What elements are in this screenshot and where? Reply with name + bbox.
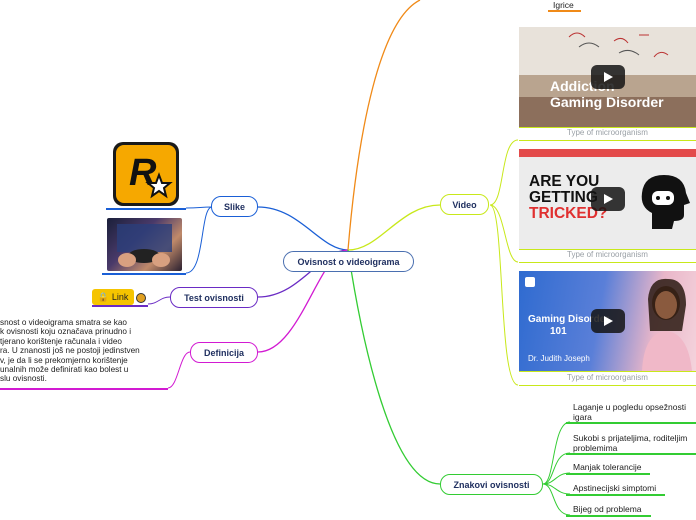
play-icon[interactable]	[591, 309, 625, 333]
sign-item-5-line1: Bijeg od problema	[573, 504, 642, 514]
video-2-caption: Type of microorganism	[567, 250, 648, 259]
definition-line: snost o videoigrama smatra se kao	[0, 318, 127, 327]
video-3-caption: Type of microorganism	[567, 373, 648, 382]
video-2-title-line2: GETTING	[529, 189, 598, 206]
gaming-photo-image	[107, 218, 182, 271]
link-button[interactable]: 🔒 Link	[92, 289, 134, 305]
definition-text: snost o videoigrama smatra se kao k ovis…	[0, 318, 168, 384]
topic-igrice[interactable]: Igrice	[553, 0, 574, 10]
topic-definicija-label: Definicija	[203, 347, 244, 358]
sign-item-4-line1: Apstinecijski simptomi	[573, 483, 657, 493]
video-2-title-line3: TRICKED?	[529, 205, 608, 222]
topic-definicija[interactable]: Definicija	[190, 342, 258, 363]
brand-logo-icon	[525, 277, 535, 287]
video-2-title: ARE YOU GETTING TRICKED?	[529, 174, 607, 222]
video-3-presenter: Dr. Judith Joseph	[528, 354, 590, 363]
video-thumbnail-3[interactable]: Gaming Disorder 101 Dr. Judith Joseph	[519, 271, 696, 371]
sign-item-4[interactable]: Apstinecijski simptomi	[573, 483, 656, 493]
definition-line: unalnih može definirati kao bolest u	[0, 365, 129, 375]
topic-test-label: Test ovisnosti	[184, 292, 244, 303]
presenter-figure	[642, 278, 692, 371]
video-thumbnail-1[interactable]: Addiction Gaming Disorder	[519, 27, 696, 127]
topic-slike-label: Slike	[223, 201, 245, 212]
head-gamepad-icon	[641, 175, 690, 229]
rockstar-logo-image: R	[111, 141, 181, 207]
sign-item-1-line1: Laganje u pogledu opsežnosti	[573, 402, 686, 412]
topic-video-label: Video	[452, 199, 477, 210]
topic-test-ovisnosti[interactable]: Test ovisnosti	[170, 287, 258, 308]
play-icon[interactable]	[591, 65, 625, 89]
video-3-title-line1: Gaming Disorder	[528, 314, 610, 325]
definition-line: k ovisnosti koju označava prinudno i	[0, 327, 132, 337]
sign-item-1-line2: igara	[573, 412, 592, 422]
definition-line: tjerano korištenje računala i video	[0, 336, 122, 346]
definition-line: slu ovisnosti.	[0, 374, 47, 384]
link-label: Link	[111, 292, 129, 302]
video-2-title-line1: ARE YOU	[529, 173, 600, 190]
topic-slike[interactable]: Slike	[211, 196, 258, 217]
topic-znakovi-label: Znakovi ovisnosti	[453, 479, 530, 490]
link-info-icon[interactable]	[136, 293, 146, 303]
sign-item-2-line2: problemima	[573, 443, 618, 453]
topic-znakovi-ovisnosti[interactable]: Znakovi ovisnosti	[440, 474, 543, 495]
lock-icon: 🔒	[97, 291, 109, 302]
topic-igrice-label: Igrice	[553, 0, 574, 10]
video-1-caption: Type of microorganism	[567, 128, 648, 137]
sign-item-2-line1: Sukobi s prijateljima, roditeljim	[573, 433, 688, 443]
video-1-title-line2: Gaming Disorder	[550, 94, 664, 110]
definition-line: ra. U znanosti još ne postoji jedinstven	[0, 346, 140, 356]
sign-item-1[interactable]: Laganje u pogledu opsežnosti igara	[573, 402, 686, 422]
central-topic[interactable]: Ovisnost o videoigrama	[283, 251, 414, 272]
sign-item-5[interactable]: Bijeg od problema	[573, 504, 642, 514]
central-topic-label: Ovisnost o videoigrama	[297, 256, 400, 267]
video-thumbnail-2[interactable]: ARE YOU GETTING TRICKED?	[519, 149, 696, 249]
sign-item-2[interactable]: Sukobi s prijateljima, roditeljim proble…	[573, 433, 687, 453]
play-icon[interactable]	[591, 187, 625, 211]
sign-item-3[interactable]: Manjak tolerancije	[573, 462, 642, 472]
definition-line: v, je da li se prekomjerno korištenje	[0, 355, 128, 365]
video-3-title: Gaming Disorder 101	[528, 314, 609, 338]
sign-item-3-line1: Manjak tolerancije	[573, 462, 642, 472]
video-3-title-line2: 101	[550, 326, 567, 337]
topic-video[interactable]: Video	[440, 194, 489, 215]
